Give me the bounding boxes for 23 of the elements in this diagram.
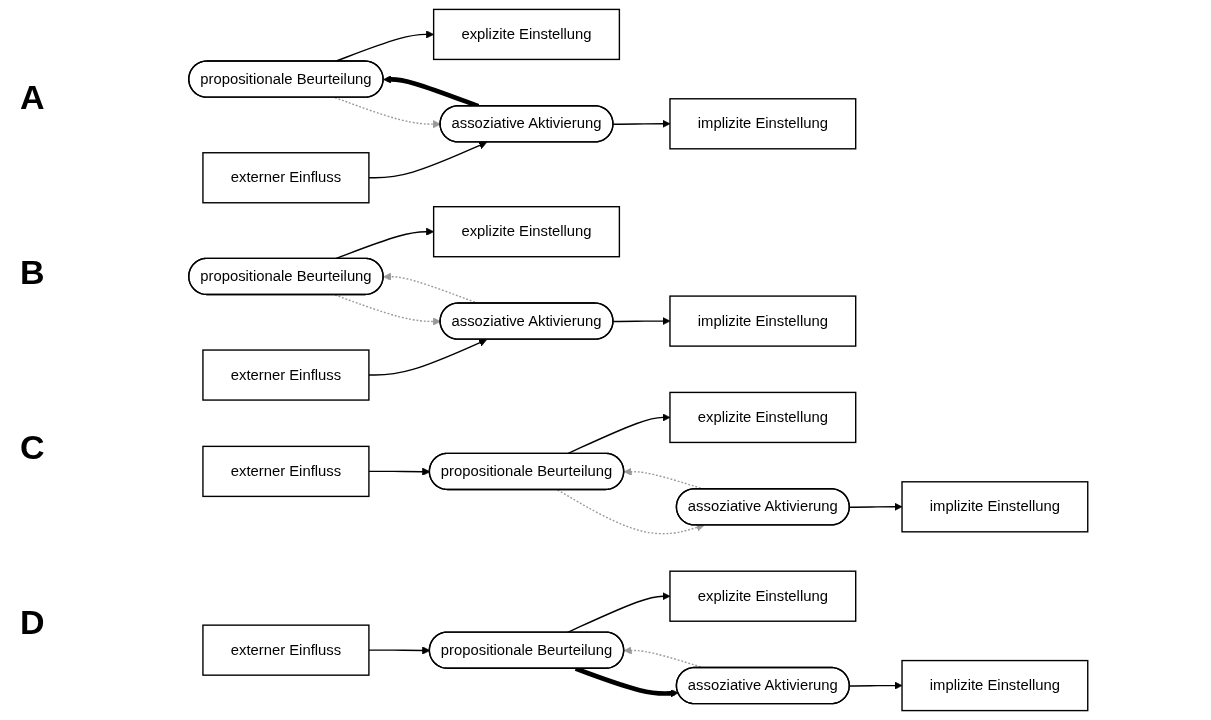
node-box: externer Einfluss bbox=[201, 624, 370, 676]
arrow bbox=[612, 317, 670, 326]
node-box: explizite Einstellung bbox=[432, 206, 620, 258]
node-box: explizite Einstellung bbox=[668, 570, 856, 622]
node-box: implizite Einstellung bbox=[900, 659, 1088, 712]
arrow bbox=[848, 681, 902, 690]
arrow bbox=[848, 502, 902, 511]
arrow bbox=[612, 119, 670, 128]
node-box: implizite Einstellung bbox=[900, 481, 1088, 533]
node-box: externer Einfluss bbox=[201, 349, 370, 401]
panel-letter: B bbox=[20, 253, 45, 292]
panel-letter: C bbox=[20, 428, 45, 467]
panel-letter: A bbox=[20, 78, 45, 117]
node-box: externer Einfluss bbox=[201, 152, 370, 204]
arrow bbox=[333, 294, 441, 326]
arrow bbox=[566, 413, 670, 455]
panel-letter: D bbox=[20, 603, 45, 642]
node-box: implizite Einstellung bbox=[668, 98, 856, 150]
node-box: explizite Einstellung bbox=[432, 8, 620, 61]
arrow bbox=[556, 489, 705, 535]
node-box: explizite Einstellung bbox=[668, 391, 856, 444]
node-box: externer Einfluss bbox=[201, 445, 370, 498]
node-box: implizite Einstellung bbox=[668, 295, 856, 347]
